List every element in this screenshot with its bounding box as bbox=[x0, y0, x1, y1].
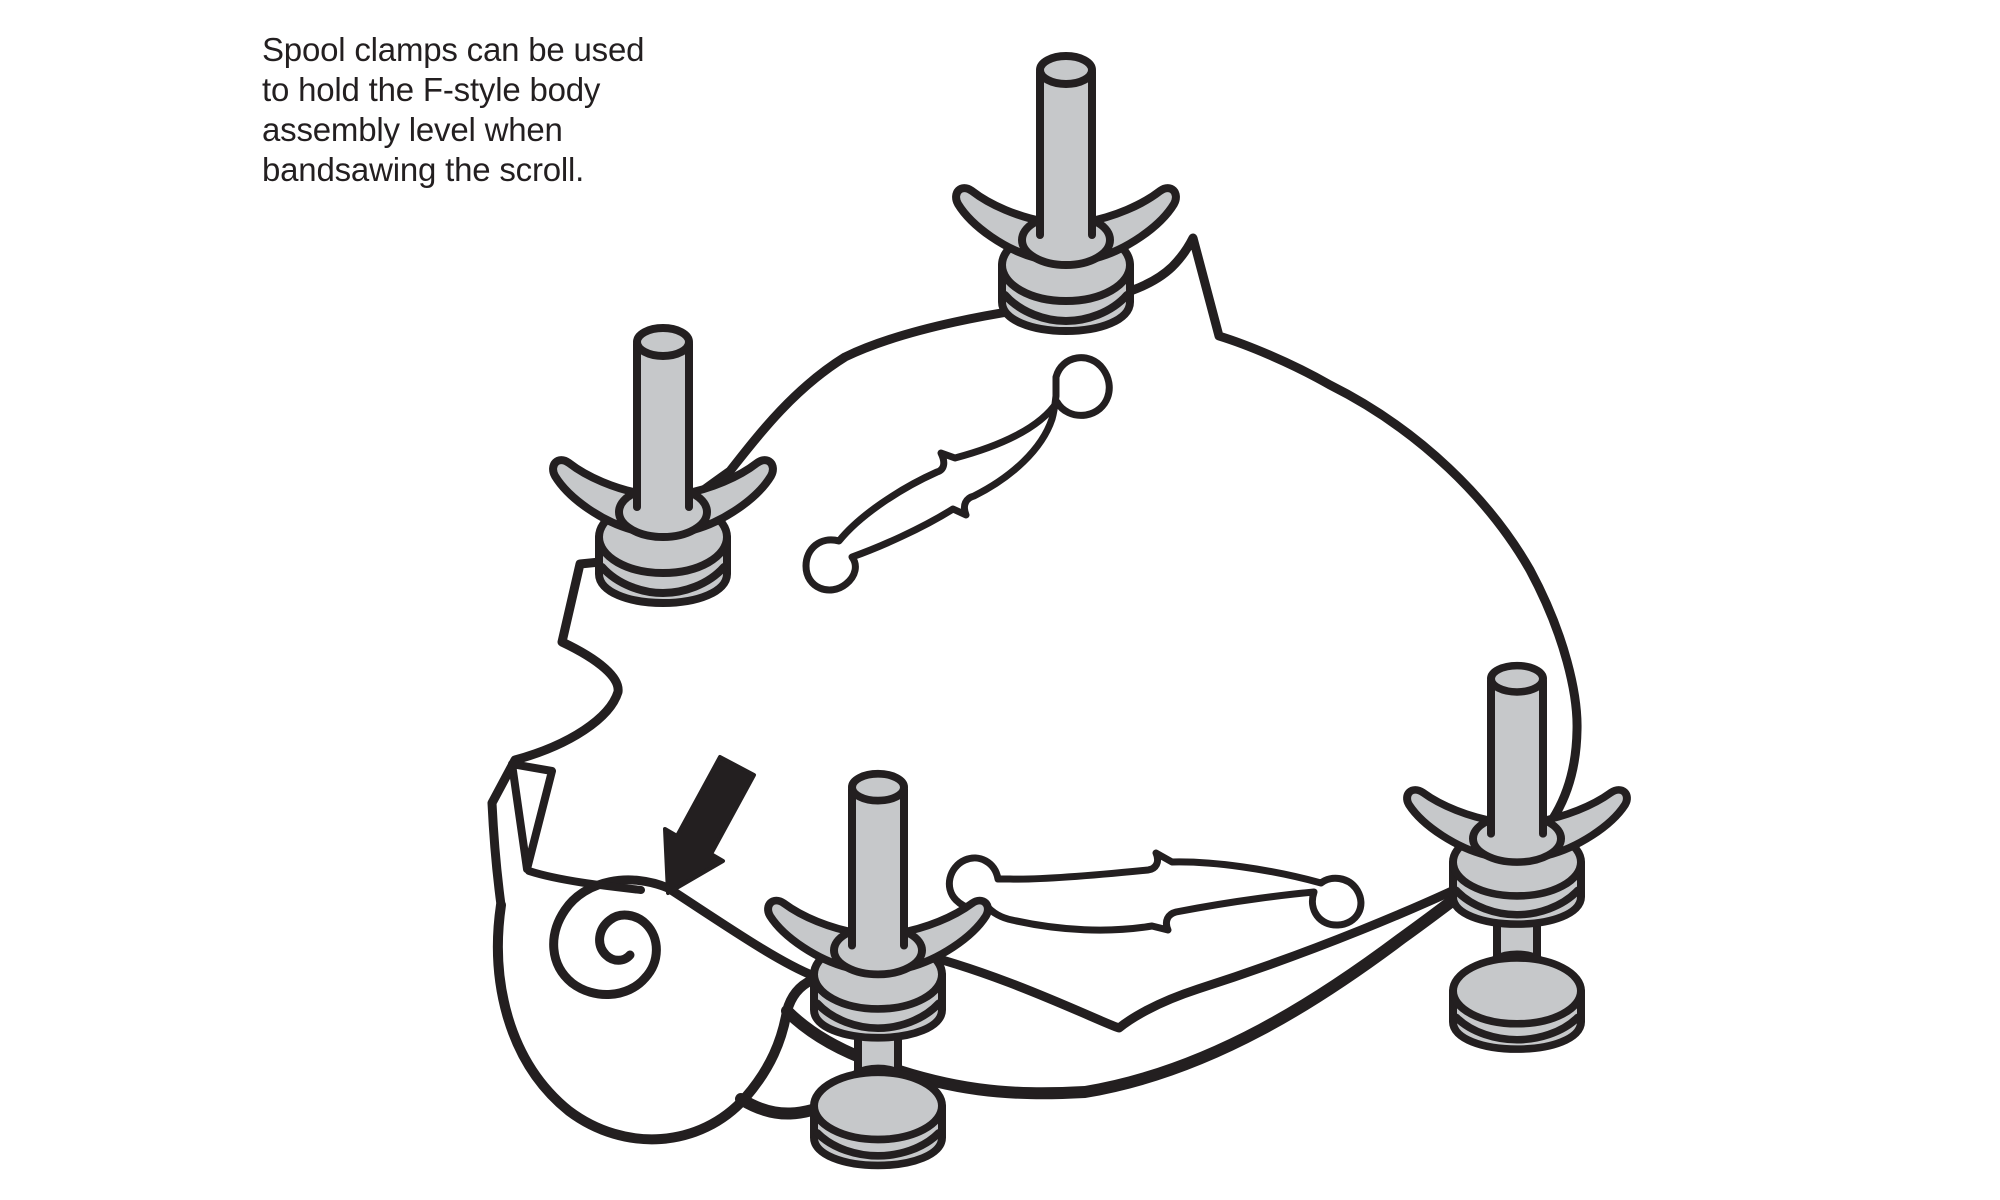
caption-line: Spool clamps can be used bbox=[262, 31, 645, 68]
spool-clamp-right bbox=[1407, 666, 1627, 1050]
body-bottom-edge bbox=[663, 864, 1503, 1033]
neck-block-inner-edge bbox=[525, 867, 645, 894]
neck-tear-wedge bbox=[508, 760, 556, 873]
scroll-spiral bbox=[549, 875, 673, 999]
neck-block-edge bbox=[487, 557, 623, 910]
caption-line: bandsawing the scroll. bbox=[262, 151, 585, 188]
body-top-outline bbox=[596, 233, 1582, 874]
caption-line: to hold the F-style body bbox=[262, 71, 601, 108]
caption: Spool clamps can be used to hold the F-s… bbox=[262, 30, 644, 190]
f-holes bbox=[802, 354, 1365, 934]
caption-line: assembly level when bbox=[262, 111, 563, 148]
f-hole-lower bbox=[945, 849, 1365, 934]
arrow-icon bbox=[663, 755, 756, 895]
f-hole-upper bbox=[802, 354, 1113, 594]
